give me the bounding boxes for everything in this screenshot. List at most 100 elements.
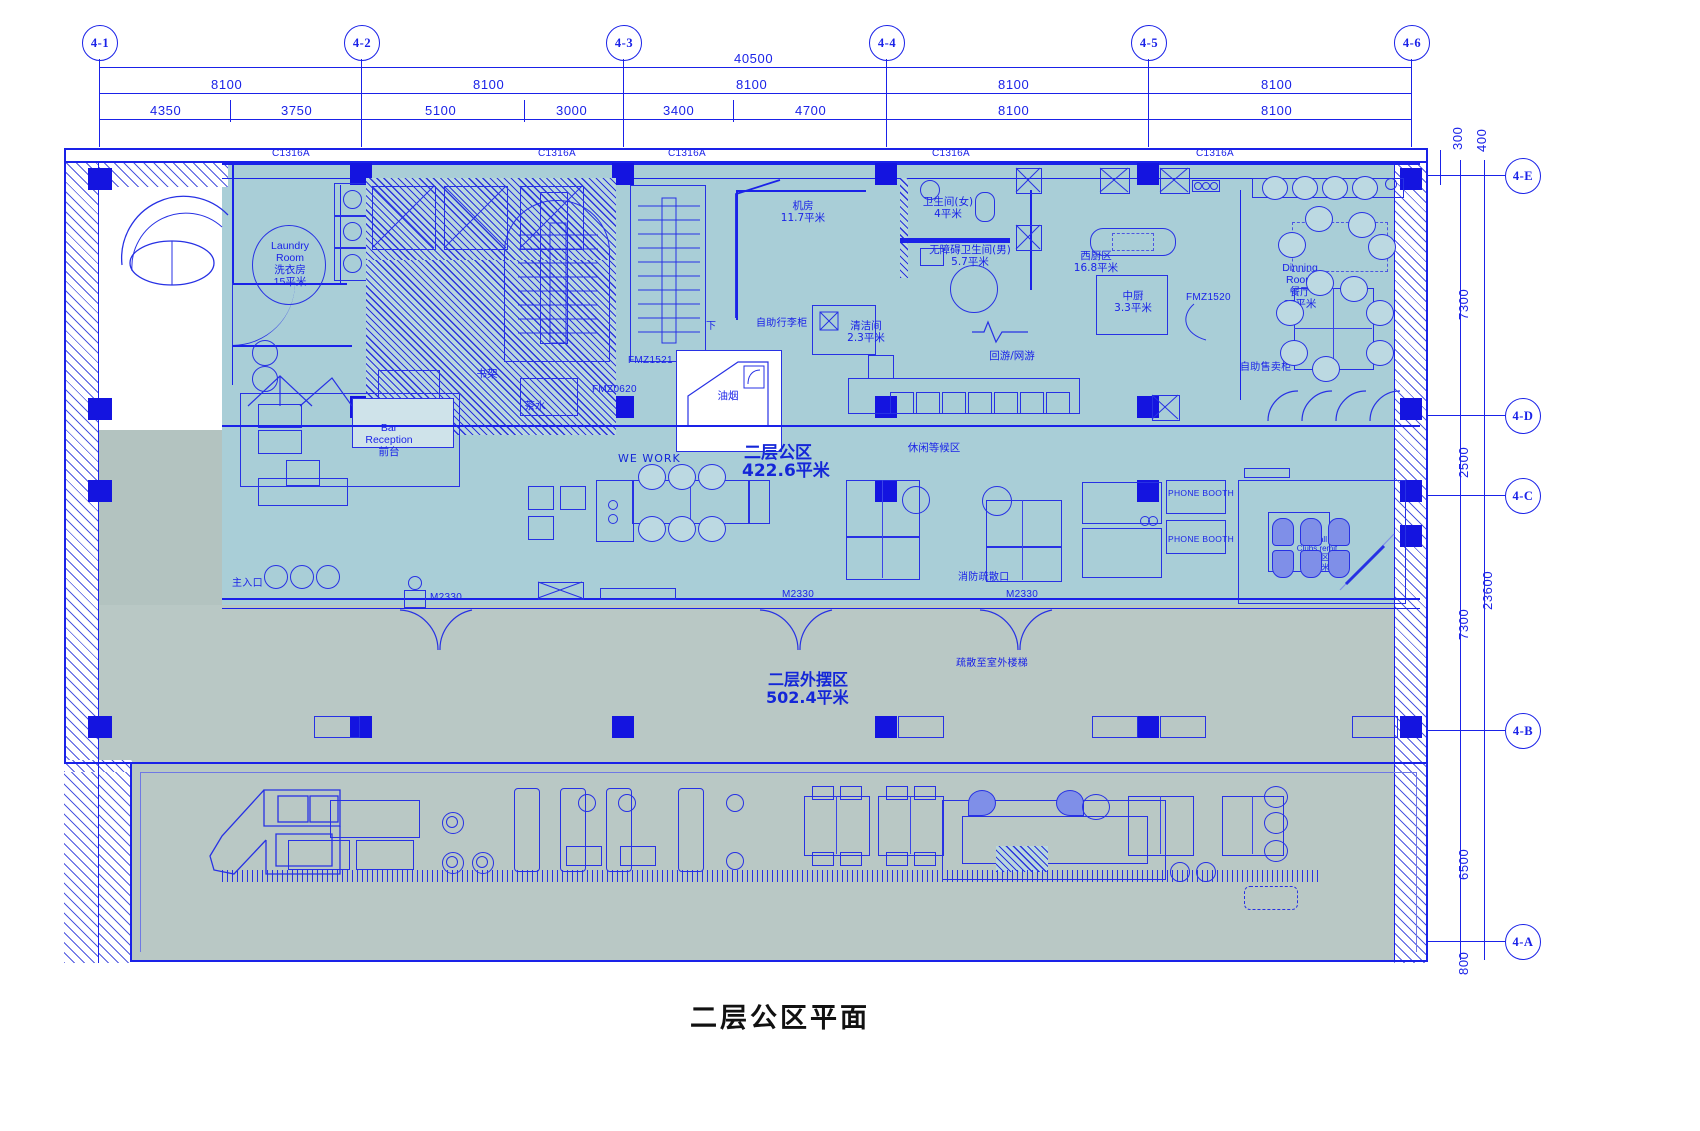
area-terrace-name: 二层外摆区 [768, 670, 849, 689]
av-screen [1244, 468, 1290, 478]
seat [968, 392, 992, 414]
dim-sub-5: 3400 [663, 103, 695, 118]
umbrella-base [578, 794, 596, 812]
fixture [1192, 180, 1220, 192]
meeting-chair [1300, 518, 1322, 546]
window-tag-3: C1316A [668, 148, 706, 159]
stair-treads [518, 222, 598, 344]
area-public-value: 422.6平米 [742, 461, 830, 481]
grid-bubble-4-E: 4-E [1505, 158, 1541, 194]
terrace-table-set [878, 796, 944, 856]
round-table [902, 486, 930, 514]
bench [600, 588, 676, 600]
desk-unit [560, 486, 586, 510]
terrace-chair [1082, 794, 1110, 820]
stair-second [630, 185, 706, 362]
column [1137, 396, 1159, 418]
dim-sub-7: 8100 [998, 103, 1030, 118]
terrace-chair [812, 852, 834, 866]
bar-stool [1262, 176, 1288, 200]
washer-drum-icon [343, 222, 362, 241]
terrace-planter [314, 716, 360, 738]
meeting-room [1238, 480, 1406, 604]
kitchen-island [1090, 228, 1176, 256]
diagonal-marker [1339, 533, 1395, 591]
mid-kitchen [1096, 275, 1168, 335]
dim-right-bay-2: 2500 [1456, 446, 1471, 478]
dining-chair [1280, 340, 1308, 366]
dining-chair [1306, 270, 1334, 296]
column [612, 163, 634, 185]
area-public-name: 二层公区 [744, 443, 812, 463]
dim-sub-6: 4700 [795, 103, 827, 118]
office-chair [638, 516, 666, 542]
seat [994, 392, 1018, 414]
gaming-area-label: 回游/网游 [989, 350, 1035, 362]
seat [916, 392, 940, 414]
window-tag-5: C1316A [1196, 148, 1234, 159]
drawing-title: 二层公区平面 [690, 1003, 870, 1034]
terrace-chair [812, 786, 834, 800]
grid-bubble-4-4: 4-4 [869, 25, 905, 61]
dim-right-400: 400 [1474, 128, 1489, 153]
left-lower-wall-hatch [98, 760, 132, 963]
fixture [1385, 178, 1397, 190]
terrace-accent-chair [1056, 790, 1084, 816]
terrace-chair [914, 786, 936, 800]
luggage-locker-label: 自助行李柜 [756, 318, 808, 329]
bar-stool [1322, 176, 1348, 200]
vending-label: 自助售卖柜 [1240, 362, 1292, 373]
dim-sub-4: 3000 [556, 103, 588, 118]
office-chair [698, 464, 726, 490]
meeting-chair [1328, 550, 1350, 578]
appliance [868, 355, 894, 379]
fire-door-tag-3: FMZ1520 [1186, 292, 1231, 303]
bar-shelf [258, 430, 302, 454]
office-chair [668, 464, 696, 490]
terrace-chair [886, 786, 908, 800]
wc-turning-circle [950, 265, 998, 313]
stool [252, 340, 278, 366]
dim-overall-width: 40500 [734, 51, 774, 66]
terrace-bench-inner [962, 816, 1148, 864]
dim-sub-1: 4350 [150, 103, 182, 118]
stool [252, 366, 278, 392]
dining-chair [1348, 212, 1376, 238]
window-tag-1: C1316A [272, 148, 310, 159]
tea-room-label: 茶水 [524, 400, 546, 412]
dining-chair [1305, 206, 1333, 232]
grid-bubble-4-B: 4-B [1505, 713, 1541, 749]
terrace-accent-chair [968, 790, 996, 816]
column [875, 396, 897, 418]
stair-landing [540, 192, 568, 344]
interior-public-fill-2 [222, 425, 1420, 605]
bar-canopy [247, 375, 353, 407]
seat [1020, 392, 1044, 414]
phone-booth-label-1: PHONE BOOTH [1168, 488, 1235, 498]
terrace-chair [886, 852, 908, 866]
dining-door-swings [1267, 390, 1401, 422]
column [1400, 398, 1422, 420]
lounge-table [986, 500, 1062, 548]
column [88, 480, 112, 502]
dim-right-bottom: 800 [1456, 951, 1471, 976]
window-tag-4: C1316A [932, 148, 970, 159]
stool [264, 565, 288, 589]
escape-to-outdoor-stair-label: 疏散至室外楼梯 [956, 658, 1029, 669]
terrace-chair [1264, 840, 1288, 862]
lounger [514, 788, 540, 872]
grid-bubble-4-3: 4-3 [606, 25, 642, 61]
outdoor-lower-fill [130, 760, 1426, 960]
terrace-firepit [996, 846, 1048, 872]
bar-top [352, 398, 454, 448]
stool [316, 565, 340, 589]
elevator-car [444, 186, 508, 250]
dim-sub-8: 8100 [1261, 103, 1293, 118]
left-wall-hatch [64, 163, 98, 963]
terrace-chair [840, 852, 862, 866]
column [875, 716, 897, 738]
column [612, 716, 634, 738]
